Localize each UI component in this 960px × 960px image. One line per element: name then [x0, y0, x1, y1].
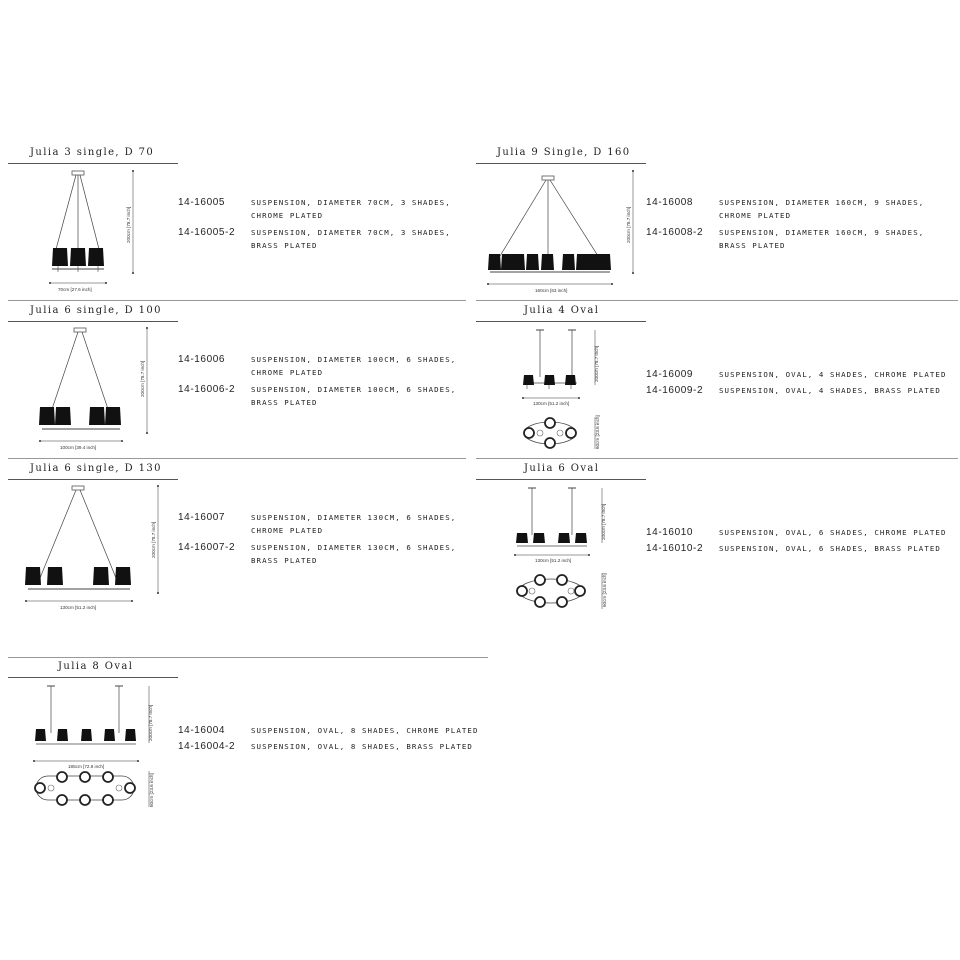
product-description: suspension, oval, 6 shades, chrome plate…	[719, 528, 947, 537]
product-description: suspension, diameter 70cm, 3 shades, chr…	[251, 198, 451, 220]
product-description: suspension, diameter 70cm, 3 shades, bra…	[251, 228, 451, 250]
height-dimension: 200cm [78.7 inch]	[594, 346, 599, 382]
height-dimension: 200cm [78.7 inch]	[601, 504, 606, 540]
width-dimension: 130cm [51.2 inch]	[533, 401, 569, 406]
product-code: 14-16010	[646, 527, 694, 538]
julia-6-oval-drawing: 130cm [51.2 inch] 200cm [78.7 inch] 60cm…	[514, 487, 607, 609]
julia-4-oval-drawing: 130cm [51.2 inch] 200cm [78.7 inch] 60cm…	[522, 329, 600, 449]
product-code: 14-16008	[646, 197, 694, 208]
height-dimension: 200cm [78.7 inch]	[126, 207, 131, 243]
product-code: 14-16004	[178, 725, 226, 736]
width-dimension: 160cm [63 inch]	[535, 288, 567, 293]
section-rule	[8, 163, 178, 164]
height-dimension: 200cm [78.7 inch]	[140, 361, 145, 397]
section-title: Julia 6 Oval	[524, 463, 600, 474]
julia-6-d130-drawing: 130cm [51.2 inch] 200cm [78.7 inch]	[25, 485, 159, 610]
julia-3-drawing: 70cm [27.6 inch] 200cm [78.7 inch]	[49, 170, 134, 292]
section-rule	[476, 479, 646, 480]
product-code: 14-16004-2	[178, 741, 236, 752]
product-description: suspension, oval, 6 shades, brass plated	[719, 544, 941, 553]
julia-6-d100-drawing: 100cm [39.4 inch] 200cm [78.7 inch]	[39, 327, 148, 450]
product-code: 14-16007	[178, 512, 226, 523]
product-code: 14-16006-2	[178, 384, 236, 395]
section-title: Julia 6 single, D 100	[30, 305, 162, 316]
width-dimension: 185cm [72.8 inch]	[68, 764, 104, 769]
product-description: suspension, diameter 100cm, 6 shades, ch…	[251, 355, 457, 377]
product-code: 14-16009-2	[646, 385, 704, 396]
product-description: suspension, diameter 100cm, 6 shades, br…	[251, 385, 457, 407]
product-description: suspension, oval, 8 shades, brass plated	[251, 742, 473, 751]
section-title: Julia 6 single, D 130	[30, 463, 162, 474]
section-title: Julia 4 Oval	[524, 305, 600, 316]
section-rule	[8, 677, 178, 678]
section-title: Julia 3 single, D 70	[30, 147, 155, 158]
product-description: suspension, oval, 8 shades, chrome plate…	[251, 726, 479, 735]
section-rule	[8, 321, 178, 322]
height-dimension: 200cm [78.7 inch]	[151, 522, 156, 558]
product-description: suspension, diameter 130cm, 6 shades, ch…	[251, 513, 457, 535]
depth-dimension: 60cm [23.6 inch]	[149, 773, 154, 807]
width-dimension: 130cm [51.2 inch]	[535, 558, 571, 563]
width-dimension: 100cm [39.4 inch]	[60, 445, 96, 450]
product-description: suspension, oval, 4 shades, brass plated	[719, 386, 941, 395]
row-divider	[8, 458, 466, 459]
section-title: Julia 8 Oval	[58, 661, 134, 672]
width-dimension: 130cm [51.2 inch]	[60, 605, 96, 610]
row-divider	[476, 458, 958, 459]
depth-dimension: 60cm [23.6 inch]	[602, 573, 607, 607]
product-code: 14-16007-2	[178, 542, 236, 553]
julia-9-drawing: 160cm [63 inch] 200cm [78.7 inch]	[487, 170, 634, 293]
depth-dimension: 60cm [23.6 inch]	[595, 415, 600, 449]
section-rule	[8, 479, 178, 480]
product-description: suspension, diameter 160cm, 9 shades, ch…	[719, 198, 925, 220]
product-code: 14-16005-2	[178, 227, 236, 238]
product-code: 14-16006	[178, 354, 226, 365]
julia-8-oval-drawing: 185cm [72.8 inch] 200cm [78.7 inch] 60cm…	[33, 685, 154, 807]
section-rule	[476, 321, 646, 322]
section-title: Julia 9 Single, D 160	[497, 147, 631, 158]
section-rule	[476, 163, 646, 164]
height-dimension: 200cm [78.7 inch]	[148, 705, 153, 741]
product-description: suspension, diameter 130cm, 6 shades, br…	[251, 543, 457, 565]
product-code: 14-16005	[178, 197, 226, 208]
row-divider	[8, 657, 488, 658]
row-divider	[8, 300, 466, 301]
product-description: suspension, oval, 4 shades, chrome plate…	[719, 370, 947, 379]
product-code: 14-16010-2	[646, 543, 704, 554]
product-code: 14-16009	[646, 369, 694, 380]
product-description: suspension, diameter 160cm, 9 shades, br…	[719, 228, 925, 250]
height-dimension: 200cm [78.7 inch]	[626, 207, 631, 243]
row-divider	[476, 300, 958, 301]
product-code: 14-16008-2	[646, 227, 704, 238]
width-dimension: 70cm [27.6 inch]	[58, 287, 92, 292]
